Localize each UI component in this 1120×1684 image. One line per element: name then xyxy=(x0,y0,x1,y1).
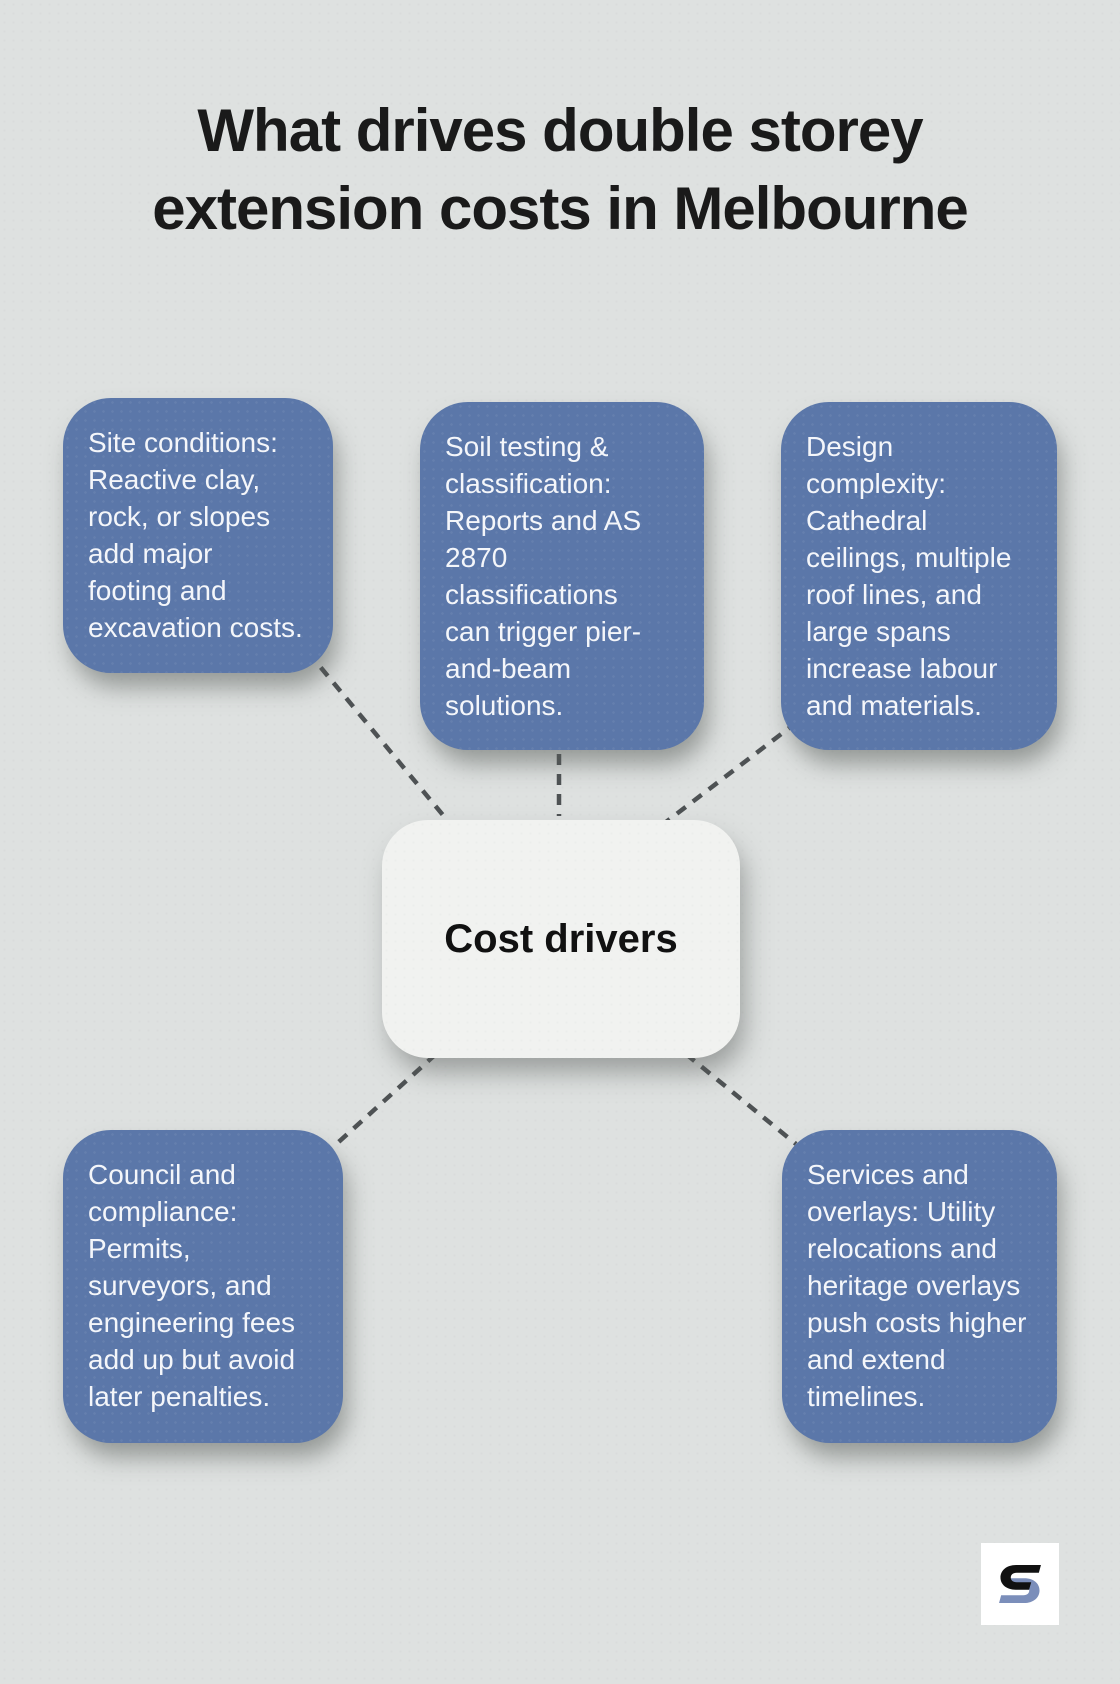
node-soil-testing: Soil testing & classification: Reports a… xyxy=(420,402,704,750)
connector-services-overlays xyxy=(684,1052,798,1146)
connector-design-complexity xyxy=(664,720,799,824)
node-site-conditions: Site conditions: Reactive clay, rock, or… xyxy=(63,398,333,673)
node-cost-drivers: Cost drivers xyxy=(382,820,740,1058)
s-mark-logo-icon xyxy=(999,1564,1041,1604)
node-services-overlays: Services and overlays: Utility relocatio… xyxy=(782,1130,1057,1443)
center-node-label: Cost drivers xyxy=(444,916,678,961)
connector-site-conditions xyxy=(306,650,454,828)
page-title: What drives double storey extension cost… xyxy=(152,97,969,242)
node-design-complexity: Design complexity: Cathedral ceilings, m… xyxy=(781,402,1057,750)
brand-logo xyxy=(981,1543,1059,1625)
node-council-compliance: Council and compliance: Permits, surveyo… xyxy=(63,1130,343,1443)
connector-council-compliance xyxy=(330,1052,438,1150)
